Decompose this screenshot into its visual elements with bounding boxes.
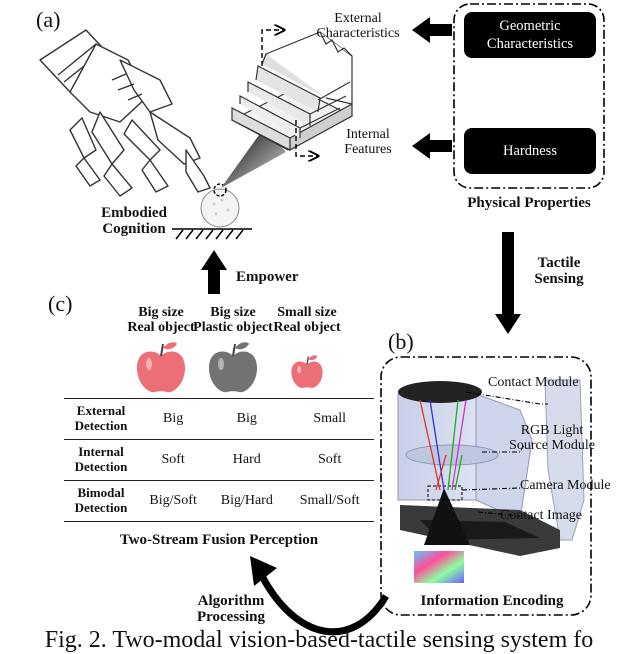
figure-caption: Fig. 2. Two-modal vision-based-tactile s…	[44, 628, 594, 652]
panel-label-c: (c)	[48, 291, 73, 316]
thick-arrows-a	[412, 17, 452, 159]
contact-image-swatch	[414, 551, 464, 583]
apple-row	[137, 342, 323, 393]
table-cell: Big/Soft	[138, 480, 209, 522]
empower-label: Empower	[236, 269, 299, 285]
arrow-to-external	[261, 30, 284, 66]
two-stream-fusion-title: Two-Stream Fusion Perception	[119, 532, 319, 548]
contact-module-label: Contact Module	[488, 375, 579, 390]
table-cell: Big	[208, 398, 286, 440]
panel-label-a: (a)	[36, 7, 61, 32]
sensor-leader-lines	[461, 391, 548, 517]
contact-image-label: Contact Image	[500, 508, 583, 523]
table-cell: Big/Hard	[208, 480, 286, 522]
arrow-to-internal	[295, 120, 318, 156]
sensing-beam	[221, 128, 286, 188]
apple-icon	[137, 342, 185, 393]
golf-ball-icon	[200, 183, 240, 228]
empower-arrow	[201, 250, 227, 294]
information-encoding-label: Information Encoding	[420, 593, 564, 609]
texture-block-icon	[230, 31, 354, 152]
tactile-sensor-icon	[397, 379, 585, 583]
algorithm-processing-arrow	[258, 574, 389, 636]
hardness-box: Hardness	[464, 128, 596, 174]
table-cell: Soft	[285, 439, 374, 481]
table-cell: Hard	[208, 439, 286, 481]
contact-module-disk	[398, 381, 482, 403]
table-cell: Small	[285, 398, 374, 440]
panel-label-b: (b)	[388, 329, 414, 354]
physical-properties-label: Physical Properties	[467, 195, 591, 211]
table-cell: Big	[138, 398, 209, 440]
camera-module-label: Camera Module	[520, 478, 611, 493]
robot-hand-icon	[39, 29, 211, 197]
table-cell: Small/Soft	[285, 480, 374, 522]
apple-icon	[209, 342, 257, 393]
tactile-sensing-arrow	[495, 232, 521, 334]
information-encoding-frame	[380, 356, 592, 616]
ground-surface	[172, 228, 252, 240]
apple-icon	[291, 355, 323, 388]
physical-properties-frame	[453, 3, 605, 189]
table-cell: Soft	[138, 439, 209, 481]
